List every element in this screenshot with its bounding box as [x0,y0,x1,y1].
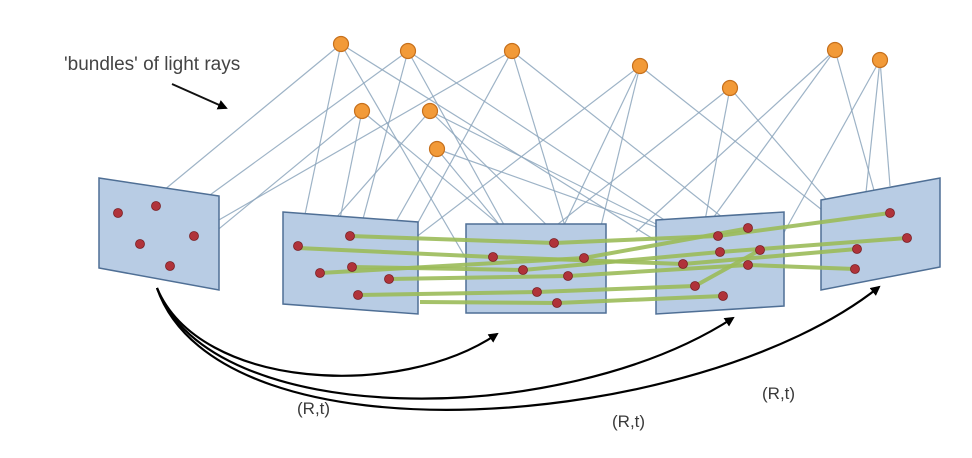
feature-match-track [351,236,908,272]
transform-label: (R,t) [297,399,331,418]
scene-point [503,42,521,60]
feature-point [135,239,145,249]
light-ray [340,43,691,263]
light-ray [299,43,342,239]
scene-point [353,102,371,120]
scene-point [871,51,889,69]
feature-point [384,274,394,284]
light-ray [511,50,757,245]
feature-point [715,247,725,257]
light-ray [555,65,641,243]
annotation-arrow [171,83,228,110]
light-ray [635,49,836,233]
feature-point [690,281,700,291]
scene-point [421,102,439,120]
feature-point [718,291,728,301]
feature-point [743,260,753,270]
feature-match-track [357,248,761,297]
light-ray [197,50,513,233]
feature-point [755,245,765,255]
feature-point [743,223,753,233]
feature-point [852,244,862,254]
light-ray [429,110,561,239]
light-ray [361,110,521,243]
camera-motion-arrow [155,287,499,377]
feature-point [293,241,303,251]
light-ray [699,49,836,237]
feature-match-track [349,211,891,245]
image-plane [98,177,220,291]
light-ray [834,49,881,213]
camera-motion-arrow [155,285,881,411]
light-ray [429,110,701,247]
feature-point [552,298,562,308]
feature-point [488,252,498,262]
light-ray [340,43,469,263]
feature-point [151,201,161,211]
feature-point [885,208,895,218]
feature-point [902,233,912,243]
feature-point [549,238,559,248]
light-ray [599,65,641,231]
light-ray [511,50,575,257]
scene-point [721,79,739,97]
feature-point [713,231,723,241]
scene-points [332,35,889,158]
light-ray [879,59,891,187]
feature-point [347,262,357,272]
feature-point [563,271,573,281]
scene-point [631,57,649,75]
image-plane [820,177,941,291]
feature-point [315,268,325,278]
feature-point [678,259,688,269]
scene-point [399,42,417,60]
feature-point [850,264,860,274]
feature-point [579,253,589,263]
scene-point [332,35,350,53]
camera-motion-arrow [155,287,735,400]
feature-point [345,231,355,241]
light-ray [319,110,431,237]
feature-point [165,261,175,271]
feature-match-track [388,263,856,281]
scene-point [428,140,446,158]
camera-motion-arrows [155,285,881,411]
transform-label: (R,t) [762,384,796,403]
transform-label: (R,t) [612,412,646,431]
scene-point [826,41,844,59]
light-ray [781,59,881,237]
feature-points [113,201,912,308]
feature-point [532,287,542,297]
feature-point [189,231,199,241]
feature-point [518,265,528,275]
feature-point [113,208,123,218]
bundles-annotation: 'bundles' of light rays [64,54,241,75]
light-ray [151,43,342,201]
feature-point [353,290,363,300]
